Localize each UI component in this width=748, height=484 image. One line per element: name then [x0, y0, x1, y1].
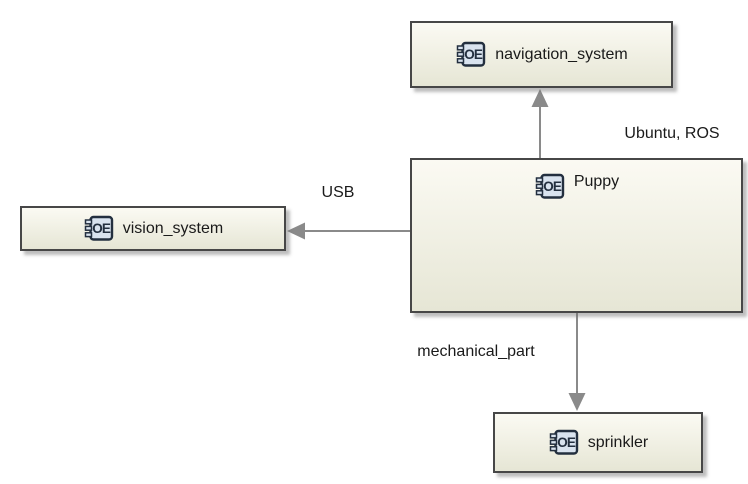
svg-text:OE: OE [92, 221, 111, 236]
connector-arrowhead [568, 393, 586, 411]
component-sprinkler[interactable]: OE sprinkler [493, 412, 703, 473]
component-vision-system[interactable]: OE vision_system [20, 206, 286, 251]
svg-text:OE: OE [543, 179, 562, 194]
component-label: sprinkler [587, 433, 649, 451]
component-label: vision_system [122, 219, 224, 237]
edge-label-ubuntu-ros: Ubuntu, ROS [624, 125, 720, 142]
component-label: navigation_system [495, 45, 628, 63]
component-icon: OE [548, 429, 579, 456]
component-icon: OE [83, 215, 114, 242]
component-icon: OE [534, 173, 565, 200]
connector-arrowhead [287, 222, 305, 240]
component-navigation-system[interactable]: OE navigation_system [410, 21, 673, 88]
edge-label-usb: USB [321, 184, 355, 201]
svg-text:OE: OE [557, 435, 576, 450]
connector-arrowhead [531, 89, 549, 107]
edge-label-mechanical-part: mechanical_part [417, 343, 535, 360]
component-icon: OE [455, 41, 486, 68]
component-label: Puppy [573, 173, 620, 190]
svg-text:OE: OE [464, 47, 483, 62]
component-puppy[interactable]: OE Puppy [410, 158, 743, 313]
